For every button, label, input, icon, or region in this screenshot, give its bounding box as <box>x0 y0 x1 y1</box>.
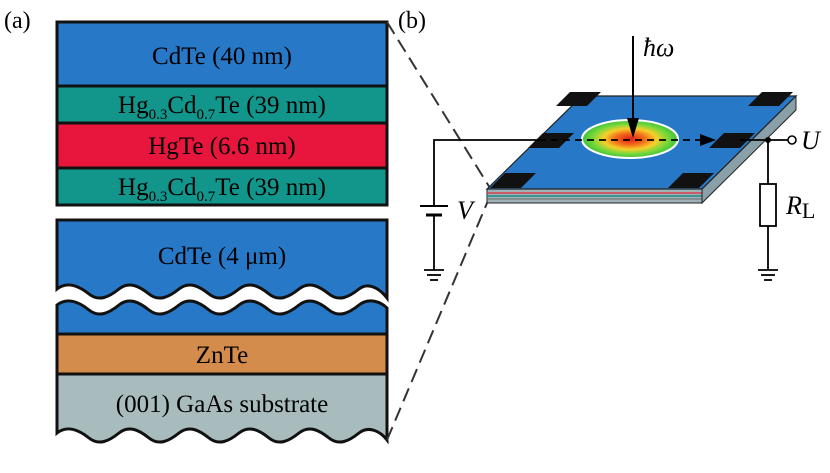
bias-circuit: V <box>420 139 546 281</box>
layer-cdte-buffer-lower <box>55 299 389 336</box>
panel-label-b: (b) <box>398 8 426 34</box>
contact-back-left <box>556 92 601 106</box>
top-layer-stack: CdTe (40 nm) Hg0.3Cd0.7Te (39 nm) HgTe (… <box>55 20 389 207</box>
barrier-top-label: Hg0.3Cd0.7Te (39 nm) <box>118 92 326 123</box>
contact-front-right <box>668 173 714 188</box>
gaas-substrate-label: (001) GaAs substrate <box>116 391 328 418</box>
panel-label-a: (a) <box>4 8 31 34</box>
sample-device <box>485 92 798 205</box>
layer-gaas-substrate <box>55 372 389 445</box>
barrier-bottom-label: Hg0.3Cd0.7Te (39 nm) <box>118 174 326 205</box>
zoom-guide-top <box>386 21 491 189</box>
current-arrow-head <box>700 134 716 146</box>
layer-cdte-cap <box>55 20 389 88</box>
contact-front-left <box>490 173 536 188</box>
contact-mid-right <box>709 133 755 148</box>
output-voltage-label: U <box>801 126 822 155</box>
bottom-layer-stack: CdTe (4 μm) ZnTe (001) GaAs substrate <box>55 218 389 445</box>
bias-voltage-label: V <box>457 196 476 225</box>
cdte-buffer-label: CdTe (4 μm) <box>158 243 286 270</box>
zoom-guide-bottom <box>386 195 491 441</box>
incident-radiation: ħω <box>627 33 674 138</box>
contact-back-right <box>748 92 793 106</box>
photon-label: ħω <box>643 33 674 62</box>
layer-hgcdte-bottom <box>55 166 389 207</box>
bias-wire-top <box>433 139 546 206</box>
readout-circuit: U RL <box>740 126 822 281</box>
load-resistor <box>759 183 777 227</box>
output-terminal <box>787 135 797 145</box>
hgte-well-label: HgTe (6.6 nm) <box>148 133 296 160</box>
photon-arrow-head <box>627 118 639 138</box>
current-path <box>551 134 716 146</box>
layer-cdte-buffer-upper <box>55 218 389 303</box>
load-resistor-label: RL <box>785 191 815 223</box>
cdte-cap-label: CdTe (40 nm) <box>152 43 292 70</box>
layer-znte <box>55 332 389 376</box>
znte-label: ZnTe <box>196 342 248 369</box>
